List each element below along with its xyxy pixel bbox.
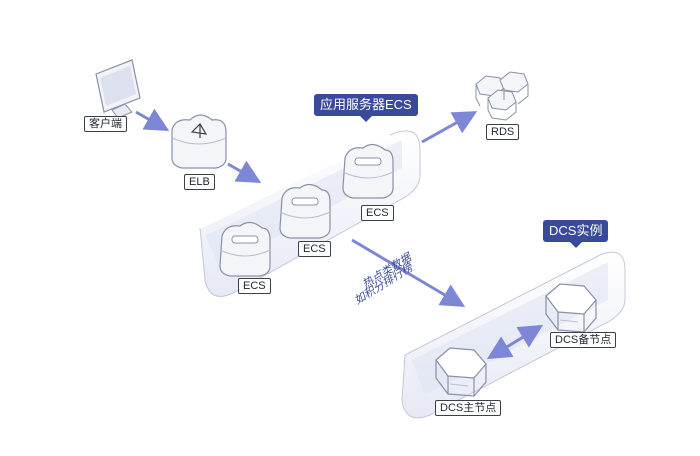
elb-label: ELB <box>184 174 215 190</box>
ecs-label-2: ECS <box>298 241 331 257</box>
ecs-group-title: 应用服务器ECS <box>314 94 418 122</box>
client-label: 客户端 <box>84 116 127 132</box>
monitor-icon <box>95 59 141 119</box>
server-icon-3 <box>342 143 394 199</box>
ecs-label-1: ECS <box>238 278 271 294</box>
dcs-standby-label: DCS备节点 <box>550 332 617 348</box>
dcs-group-title: DCS实例 <box>543 220 609 248</box>
database-icon <box>475 71 529 121</box>
dcs-standby-node-icon <box>545 283 597 333</box>
dcs-master-node-icon <box>435 347 487 397</box>
server-icon-2 <box>279 183 331 239</box>
arrow-ecs-to-rds <box>421 111 478 144</box>
arrow-ecs-to-dcs <box>351 238 466 308</box>
rds-label: RDS <box>486 124 520 140</box>
dcs-master-label: DCS主节点 <box>435 400 502 416</box>
flow-arrows <box>135 108 544 360</box>
arrow-elb-to-ecs <box>227 160 262 183</box>
arrow-dcs-sync <box>486 324 544 360</box>
ecs-label-3: ECS <box>361 205 394 221</box>
server-icon-1 <box>219 221 271 277</box>
load-balancer-icon <box>171 114 227 169</box>
arrow-client-to-elb <box>135 108 170 131</box>
